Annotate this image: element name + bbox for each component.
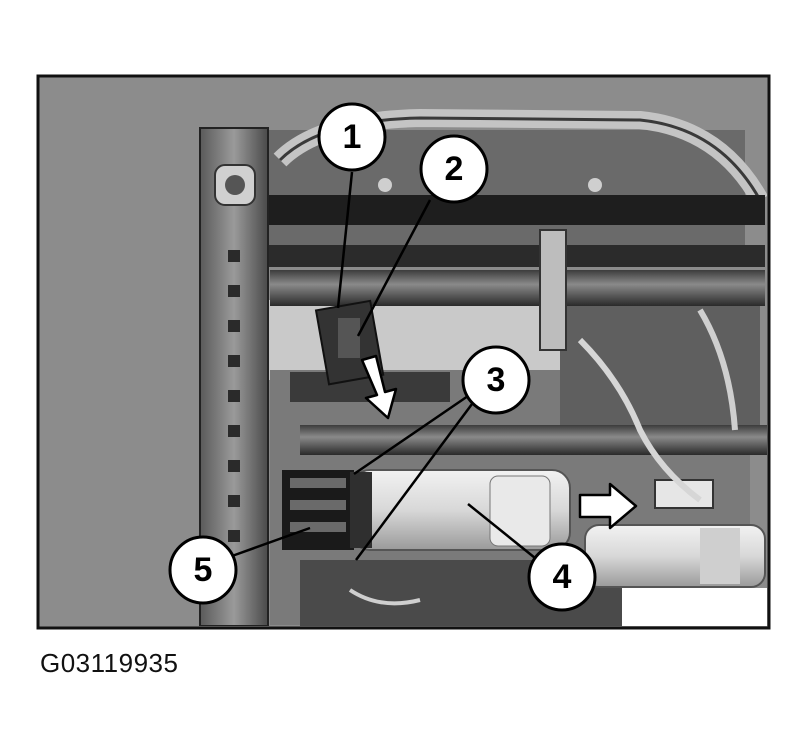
callout-5: 5: [168, 535, 238, 605]
leader-lines: [231, 171, 546, 567]
callout-label: 3: [487, 361, 506, 399]
callout-label: 4: [553, 558, 572, 596]
callout-label: 1: [343, 118, 362, 156]
callout-label: 2: [445, 150, 464, 188]
figure-code: G03119935: [40, 648, 179, 678]
down-arrow-icon: [360, 354, 398, 420]
right-arrow-icon: [578, 482, 638, 530]
callout-2: 2: [419, 134, 489, 204]
callout-4: 4: [527, 542, 597, 612]
callout-3: 3: [461, 345, 531, 415]
callout-label: 5: [194, 551, 213, 589]
callout-1: 1: [317, 102, 387, 172]
